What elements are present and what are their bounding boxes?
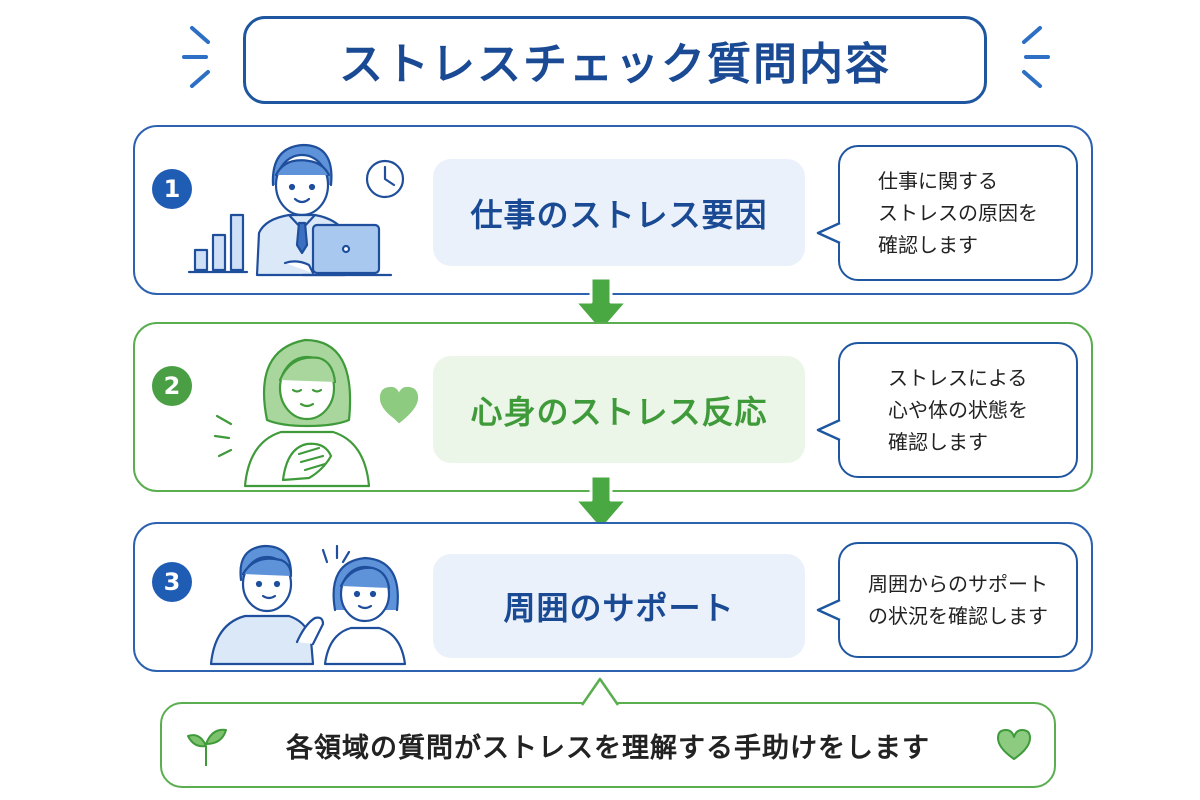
page-title: ストレスチェック質問内容 <box>339 39 891 90</box>
description-line: 仕事に関する <box>878 169 998 193</box>
step-number-badge: 1 <box>152 169 192 209</box>
step-description-bubble: 周囲からのサポート の状況を確認します <box>838 542 1078 658</box>
worker-at-laptop-icon <box>187 143 405 277</box>
step-card-1: 1 仕事のスト <box>133 125 1093 295</box>
down-arrow-icon <box>573 276 629 334</box>
description-line: 心や体の状態を <box>888 398 1028 422</box>
woman-hand-on-chest-icon <box>213 338 419 488</box>
step-number-badge: 2 <box>152 366 192 406</box>
step-card-3: 3 周囲のサポート 周囲からのサポート の状況を確認します <box>133 522 1093 672</box>
step-label: 仕事のストレス要因 <box>433 159 805 266</box>
heart-icon <box>997 729 1031 760</box>
description-line: 周囲からのサポート <box>868 572 1048 596</box>
step-description-bubble: 仕事に関する ストレスの原因を 確認します <box>838 145 1078 281</box>
two-people-talking-icon <box>209 544 407 666</box>
step-description-bubble: ストレスによる 心や体の状態を 確認します <box>838 342 1078 478</box>
summary-text: 各領域の質問がストレスを理解する手助けをします <box>286 732 930 764</box>
step-card-2: 2 心身のストレス反応 ストレスによる 心や体の状態を 確認します <box>133 322 1093 492</box>
description-line: ストレスの原因を <box>878 201 1038 225</box>
description-line: ストレスによる <box>888 366 1028 390</box>
bubble-tail <box>816 418 841 442</box>
title-burst-right-icon <box>1022 26 1050 88</box>
description-line: 確認します <box>878 233 978 257</box>
bubble-tail <box>816 221 841 245</box>
step-label: 心身のストレス反応 <box>433 356 805 463</box>
down-arrow-icon <box>573 474 629 532</box>
sprout-icon <box>187 728 227 766</box>
step-number-badge: 3 <box>152 562 192 602</box>
description-line: 確認します <box>888 430 988 454</box>
summary-footer: 各領域の質問がストレスを理解する手助けをします <box>160 702 1056 788</box>
footer-pointer <box>580 677 620 706</box>
title-banner: ストレスチェック質問内容 <box>243 16 987 104</box>
step-label: 周囲のサポート <box>433 554 805 658</box>
description-line: の状況を確認します <box>868 604 1048 628</box>
bubble-tail <box>816 598 841 622</box>
title-burst-left-icon <box>182 26 210 88</box>
